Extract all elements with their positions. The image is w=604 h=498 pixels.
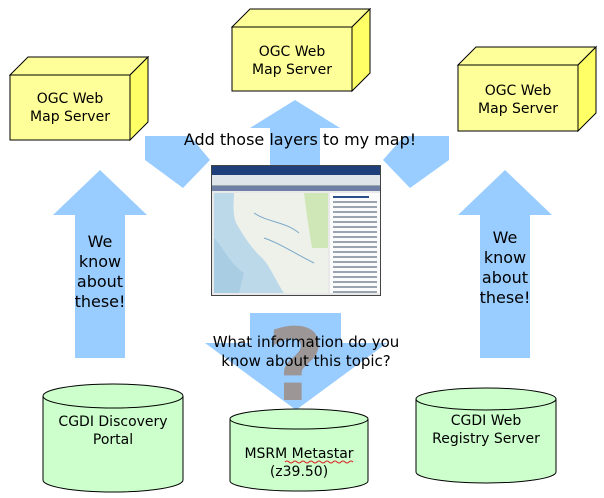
right-diagonal-arrow bbox=[383, 136, 449, 188]
database-cylinder-left bbox=[42, 383, 184, 493]
database-label-right: CGDI Web Registry Server bbox=[432, 413, 540, 447]
database-cylinder-center bbox=[229, 408, 369, 492]
top-caption: Add those layers to my map! bbox=[183, 130, 417, 149]
center-up-arrow bbox=[250, 100, 340, 165]
left-arrow-text: We know about these! bbox=[74, 232, 126, 311]
left-diagonal-arrow bbox=[145, 136, 210, 188]
server-box-left bbox=[8, 55, 150, 142]
map-viewer-thumbnail bbox=[211, 165, 381, 296]
left-up-arrow bbox=[53, 170, 147, 358]
server-label-center: OGC Web Map Server bbox=[252, 44, 332, 78]
database-label-left: CGDI Discovery Portal bbox=[58, 414, 168, 448]
question-text: What information do you know about this … bbox=[212, 333, 400, 370]
server-box-right bbox=[456, 45, 598, 133]
spellcheck-underline bbox=[284, 460, 354, 464]
thumbnail-text-panel bbox=[330, 193, 380, 293]
right-up-arrow bbox=[458, 170, 552, 358]
down-question-arrow bbox=[205, 313, 387, 410]
server-label-left: OGC Web Map Server bbox=[30, 91, 110, 125]
server-label-right: OGC Web Map Server bbox=[478, 83, 558, 117]
question-mark-icon: ? bbox=[267, 307, 325, 424]
thumbnail-map-icon bbox=[214, 193, 328, 293]
database-cylinder-right bbox=[415, 387, 557, 484]
database-label-center: MSRM Metastar (z39.50) bbox=[244, 446, 354, 480]
server-box-center bbox=[230, 7, 372, 93]
right-arrow-text: We know about these! bbox=[479, 228, 531, 307]
